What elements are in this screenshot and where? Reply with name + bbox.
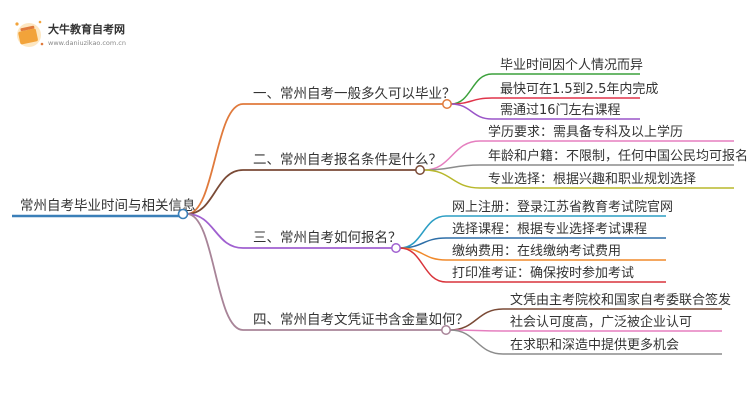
leaf-node: 专业选择：根据兴趣和职业规划选择 <box>480 172 734 189</box>
leaf-label: 学历要求：需具备专科及以上学历 <box>488 124 683 140</box>
leaf-label: 在求职和深造中提供更多机会 <box>510 337 679 353</box>
leaf-node: 文凭由主考院校和国家自考委联合签发 <box>503 292 731 310</box>
mindmap-branches: 一、常州自考一般多久可以毕业？ 毕业时间因个人情况而异最快可在1.5到2.5年内完… <box>243 58 748 355</box>
leaf-label: 最快可在1.5到2.5年内完成 <box>500 81 658 97</box>
leaf-label: 社会认可度高，广泛被企业认可 <box>510 314 692 330</box>
root-to-branch-connector <box>186 213 244 331</box>
logo-icon <box>15 20 44 47</box>
branch-collapse-handle[interactable] <box>391 243 401 253</box>
leaf-node: 最快可在1.5到2.5年内完成 <box>492 81 658 99</box>
branch-node: 一、常州自考一般多久可以毕业？ 毕业时间因个人情况而异最快可在1.5到2.5年内完… <box>243 58 658 120</box>
logo-url: www.daniuzikao.com.cn <box>48 39 126 47</box>
branch-collapse-handle[interactable] <box>441 325 451 335</box>
leaf-node: 毕业时间因个人情况而异 <box>492 58 643 75</box>
root-collapse-handle[interactable] <box>177 208 189 220</box>
root-to-branch-connector <box>186 169 244 215</box>
leaf-node: 选择课程：根据专业选择考试课程 <box>446 222 666 239</box>
leaf-label: 年龄和户籍：不限制，任何中国公民均可报名 <box>488 148 748 164</box>
logo-title: 大牛教育自考网 <box>48 22 125 36</box>
branch-to-leaf-connector <box>399 247 447 283</box>
branch-to-leaf-connector <box>449 329 504 355</box>
branch-node: 二、常州自考报名条件是什么？ 学历要求：需具备专科及以上学历年龄和户籍：不限制，任… <box>243 124 748 189</box>
leaf-node: 年龄和户籍：不限制，任何中国公民均可报名 <box>480 148 748 166</box>
root-label: 常州自考毕业时间与相关信息 <box>20 197 196 214</box>
leaf-label: 缴纳费用：在线缴纳考试费用 <box>452 244 621 259</box>
leaf-node: 在求职和深造中提供更多机会 <box>503 337 722 355</box>
mindmap-connectors <box>186 73 504 355</box>
leaf-label: 毕业时间因个人情况而异 <box>500 58 643 73</box>
branch-to-leaf-connector <box>450 73 493 105</box>
branch-label: 三、常州自考如何报名？ <box>253 230 402 246</box>
logo: 大牛教育自考网 www.daniuzikao.com.cn <box>15 20 126 47</box>
branch-to-leaf-connector <box>423 169 481 189</box>
branch-to-leaf-connector <box>450 103 493 120</box>
root-to-branch-connector <box>186 103 244 215</box>
branch-label: 一、常州自考一般多久可以毕业？ <box>253 85 456 102</box>
root-node: 常州自考毕业时间与相关信息 <box>12 197 196 220</box>
leaf-node: 社会认可度高，广泛被企业认可 <box>503 314 722 332</box>
branch-to-leaf-connector <box>450 97 493 105</box>
leaf-label: 选择课程：根据专业选择考试课程 <box>452 222 647 237</box>
leaf-label: 专业选择：根据兴趣和职业规划选择 <box>488 172 696 187</box>
branch-label: 四、常州自考文凭证书含金量如何？ <box>253 312 469 328</box>
leaf-label: 网上注册：登录江苏省教育考试院官网 <box>452 199 673 215</box>
leaf-node: 需通过16门左右课程 <box>492 103 640 120</box>
branch-node: 三、常州自考如何报名？ 网上注册：登录江苏省教育考试院官网选择课程：根据专业选择考… <box>243 199 673 283</box>
leaf-node: 缴纳费用：在线缴纳考试费用 <box>446 244 666 261</box>
leaf-label: 文凭由主考院校和国家自考委联合签发 <box>510 292 731 308</box>
leaf-node: 学历要求：需具备专科及以上学历 <box>480 124 734 142</box>
branch-node: 四、常州自考文凭证书含金量如何？ 文凭由主考院校和国家自考委联合签发社会认可度高，… <box>243 292 731 355</box>
branch-label: 二、常州自考报名条件是什么？ <box>253 151 442 168</box>
branch-collapse-handle[interactable] <box>415 165 425 175</box>
leaf-label: 需通过16门左右课程 <box>500 103 621 118</box>
leaf-label: 打印准考证：确保按时参加考试 <box>452 265 634 281</box>
branch-collapse-handle[interactable] <box>442 99 452 109</box>
root-to-branch-connector <box>186 213 244 249</box>
leaf-node: 打印准考证：确保按时参加考试 <box>446 265 666 283</box>
leaf-node: 网上注册：登录江苏省教育考试院官网 <box>446 199 673 217</box>
